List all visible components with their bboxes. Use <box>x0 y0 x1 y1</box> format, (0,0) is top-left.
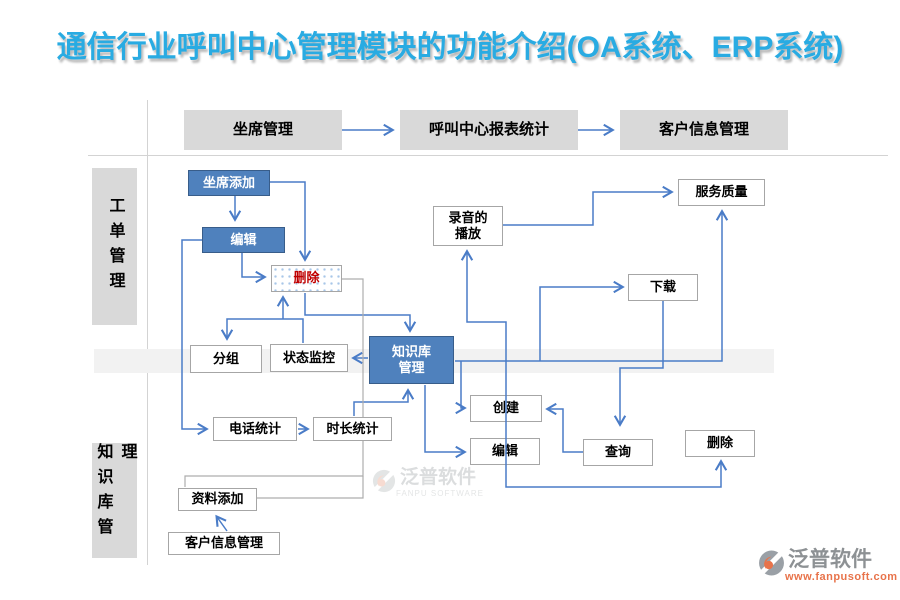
top-node-baobiao-tongji: 呼叫中心报表统计 <box>400 110 578 150</box>
divider-horizontal <box>88 155 888 156</box>
page-title: 通信行业呼叫中心管理模块的功能介绍(OA系统、ERP系统) <box>56 31 844 64</box>
fanpu-logo: 泛普软件 www.fanpusoft.com <box>758 549 898 583</box>
node-chaxun: 查询 <box>583 439 653 466</box>
connector-zhishiku-chuangjian <box>455 361 467 415</box>
connector-zhuangtai-fenzu <box>220 318 304 343</box>
node-dianhua-tongji: 电话统计 <box>213 417 297 441</box>
lane-label-zhishiku: 知识库管理 <box>92 443 137 558</box>
logo-url: www.fanpusoft.com <box>785 571 898 583</box>
fanpu-logo-icon <box>758 549 785 577</box>
connector-luyin-fuwuzhiliang <box>503 185 674 226</box>
node-shanchu-2: 删除 <box>685 430 755 457</box>
watermark-text: 泛普软件 <box>400 467 477 488</box>
node-fenzu: 分组 <box>190 345 262 373</box>
node-zhuangtai-jiankong: 状态监控 <box>270 344 348 372</box>
watermark: 泛普软件 FANPU SOFTWARE <box>372 468 484 498</box>
connector-kehu-ziliao <box>215 514 228 532</box>
node-fuwu-zhiliang: 服务质量 <box>678 179 765 206</box>
fanpu-logo-icon <box>372 468 396 494</box>
connector-riser-luyin <box>460 249 507 360</box>
node-shichang-tongji: 时长统计 <box>313 417 392 441</box>
connector-riser-shanchu2 <box>505 360 728 488</box>
top-node-kehu-xinxi: 客户信息管理 <box>620 110 788 150</box>
connector-bianji-shanchu <box>241 253 267 284</box>
connector-xiazai-chaxun <box>613 301 664 427</box>
divider-vertical <box>147 100 148 565</box>
connector-chaxun-chuangjian <box>545 402 583 453</box>
node-shanchu-1: 删除 <box>271 265 342 292</box>
node-bianji-2: 编辑 <box>470 438 540 465</box>
lane-label-gongdan: 工单管理 <box>92 168 137 325</box>
connector-zuoxiadd-shanchu <box>270 181 312 262</box>
node-xiazai: 下载 <box>628 274 698 301</box>
node-kehu-xinxi-guanli: 客户信息管理 <box>168 532 280 555</box>
logo-text: 泛普软件 <box>788 548 872 571</box>
node-zhishiku-guanli: 知识库 管理 <box>369 336 454 384</box>
connector-shanchu-zhishiku <box>304 293 417 333</box>
node-ziliao-add: 资料添加 <box>178 488 257 511</box>
node-luyin-bofang: 录音的 播放 <box>433 206 503 246</box>
node-zuoxi-add: 坐席添加 <box>188 170 270 196</box>
watermark-subtext: FANPU SOFTWARE <box>396 489 484 498</box>
connector-zhishiku-xiazai <box>539 280 625 361</box>
connector-bianji-dianhuatongji <box>181 239 209 436</box>
node-bianji-1: 编辑 <box>202 227 285 253</box>
connector-shichang-zhishiku <box>353 388 415 416</box>
connector-gray-ziliao-riser <box>257 476 364 499</box>
top-node-zuoxi-guanli: 坐席管理 <box>184 110 342 150</box>
connector-zhishiku-fuwuzhiliang <box>455 209 729 362</box>
connector-zhishiku-bianji2 <box>424 385 467 459</box>
